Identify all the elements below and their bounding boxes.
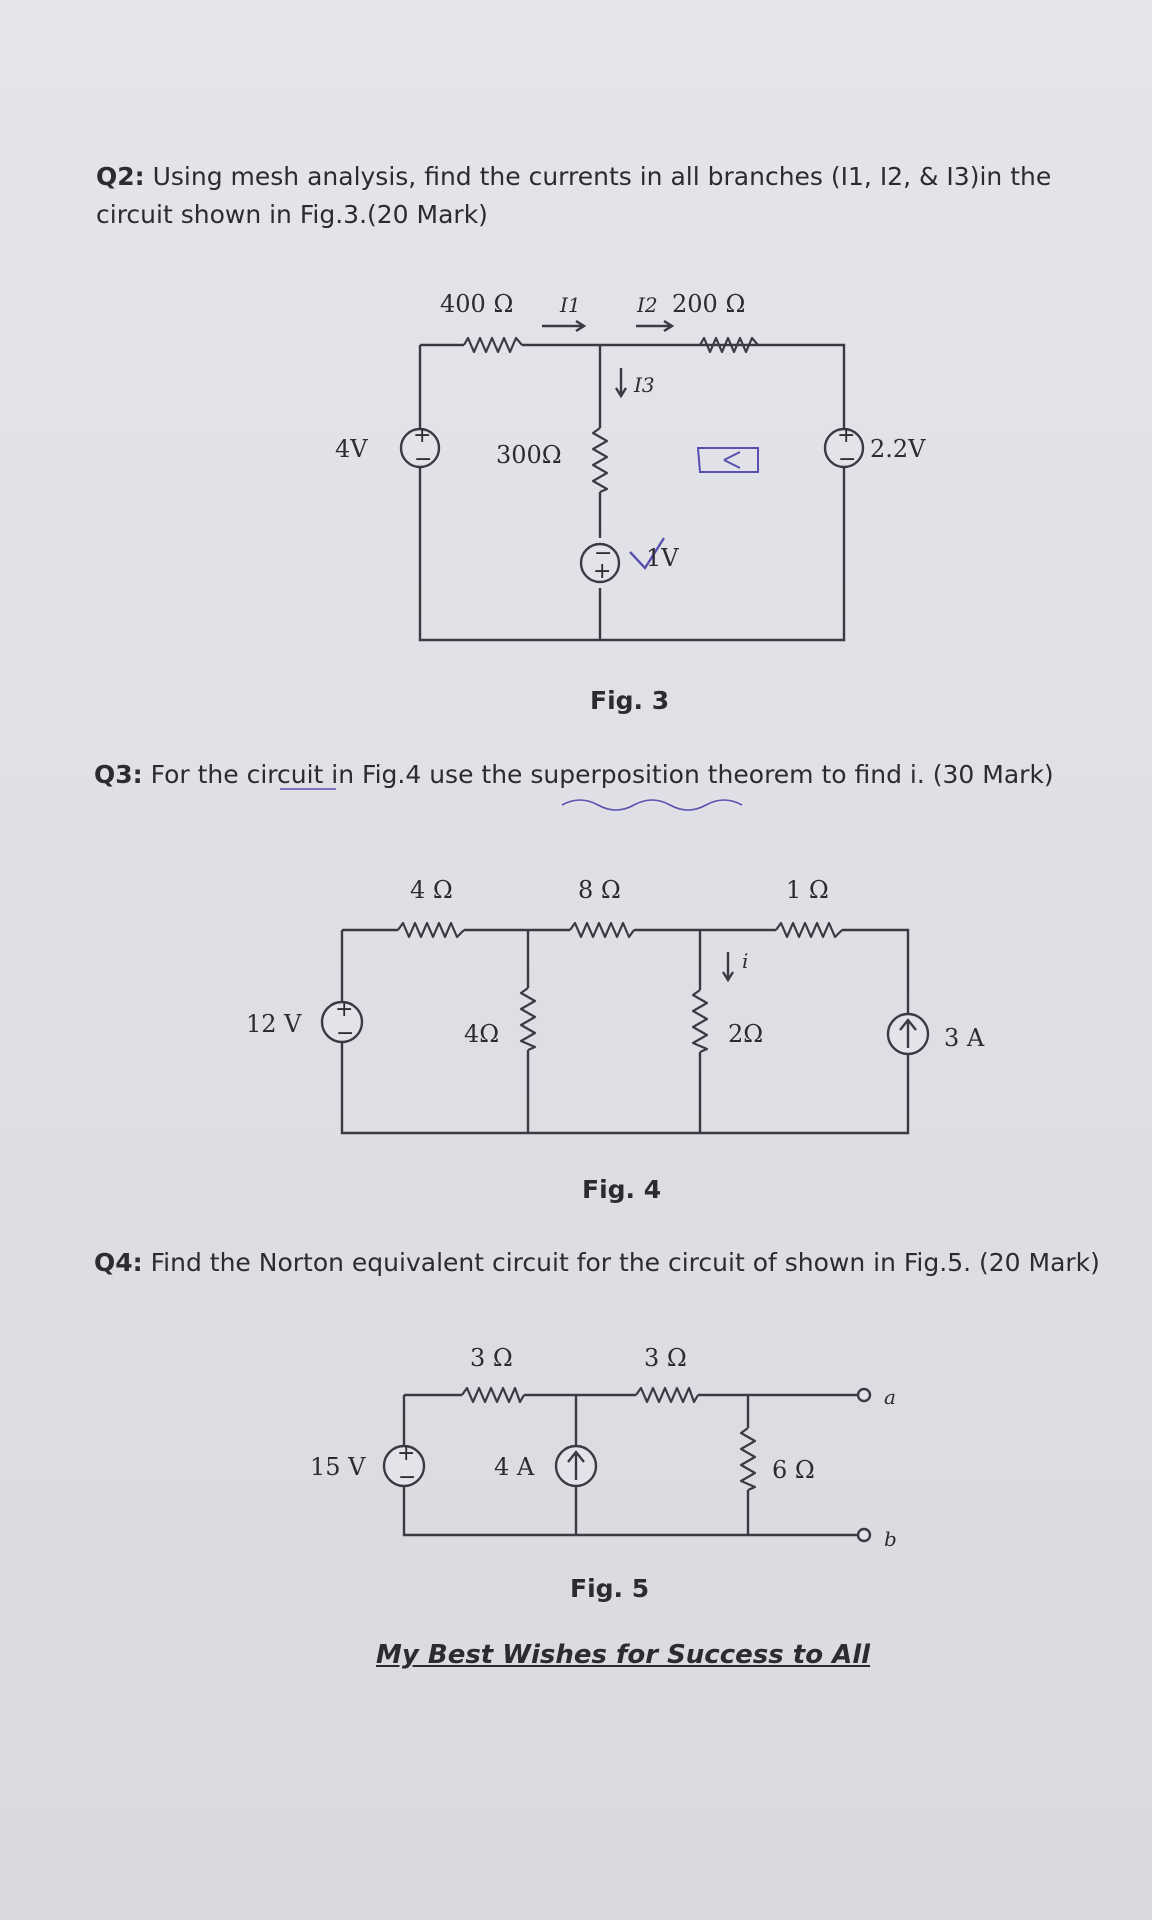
- fig3-source-1v: [579, 542, 621, 584]
- fig3-arrow-i1: [542, 319, 587, 333]
- fig4-resistor-1: [775, 921, 843, 939]
- fig5-resistor-6: [739, 1427, 757, 1492]
- question-4-label: Q4:: [94, 1248, 143, 1277]
- fig4-arrow-i: [721, 952, 735, 983]
- fig3-resistor-300: [591, 427, 609, 494]
- fig4-3a-arrow: [899, 1018, 917, 1048]
- fig3-label-i1: I1: [559, 293, 581, 317]
- figure-5-caption: Fig. 5: [570, 1574, 650, 1603]
- fig4-label-4-top: 4 Ω: [410, 876, 453, 904]
- fig4-resistor-8: [569, 921, 635, 939]
- fig3-resistor-200: [699, 336, 759, 354]
- fig4-12v-minus: −: [336, 1021, 354, 1046]
- closing-wishes: My Best Wishes for Success to All: [376, 1640, 871, 1670]
- fig4-source-12v: [320, 1000, 364, 1044]
- fig5-label-6: 6 Ω: [772, 1456, 815, 1484]
- fig4-label-4-shunt: 4Ω: [464, 1020, 499, 1048]
- figure-4-caption: Fig. 4: [582, 1175, 662, 1204]
- question-4: Q4: Find the Norton equivalent circuit f…: [94, 1244, 1104, 1282]
- fig4-label-12v: 12 V: [246, 1010, 302, 1038]
- fig4-resistor-4-top: [397, 921, 465, 939]
- figure-3-caption: Fig. 3: [590, 686, 670, 715]
- fig5-label-4a: 4 A: [494, 1453, 535, 1481]
- fig3-resistor-400: [463, 336, 523, 354]
- question-2-text: Using mesh analysis, find the currents i…: [96, 162, 1052, 229]
- fig4-label-3a: 3 A: [944, 1024, 985, 1052]
- fig3-label-i2: I2: [636, 293, 658, 317]
- fig4-label-8: 8 Ω: [578, 876, 621, 904]
- question-4-text: Find the Norton equivalent circuit for t…: [142, 1248, 1100, 1277]
- fig5-4a-arrow: [567, 1450, 585, 1480]
- fig5-label-b: b: [884, 1527, 897, 1551]
- fig5-label-3-right: 3 Ω: [644, 1344, 687, 1372]
- fig3-label-4v: 4V: [335, 435, 368, 463]
- fig5-15v-minus: −: [398, 1465, 416, 1490]
- fig5-label-a: a: [884, 1385, 896, 1409]
- fig3-2v2-plus: +: [837, 423, 855, 448]
- fig5-source-15v: [382, 1444, 426, 1488]
- fig4-wires: [340, 928, 910, 1135]
- fig3-source-4v: [399, 427, 441, 469]
- question-3-text: For the circuit in Fig.4 use the superpo…: [142, 760, 1054, 789]
- fig3-source-2v2: [823, 427, 865, 469]
- fig4-resistor-2: [691, 989, 709, 1054]
- fig3-arrow-i3: [614, 368, 628, 399]
- fig3-mesh-annotation: [696, 447, 759, 473]
- fig3-1v-minus: −: [594, 541, 612, 566]
- fig5-resistor-3-right: [635, 1386, 699, 1404]
- fig5-terminal-b: [856, 1527, 872, 1543]
- fig4-12v-plus: +: [335, 997, 353, 1022]
- fig4-resistor-4-shunt: [519, 987, 537, 1052]
- fig3-4v-minus: −: [414, 447, 432, 472]
- fig3-label-300: 300Ω: [496, 441, 562, 469]
- fig5-15v-plus: +: [397, 1441, 415, 1466]
- fig3-wires: [418, 343, 846, 642]
- fig5-terminal-a: [856, 1387, 872, 1403]
- fig5-label-3-left: 3 Ω: [470, 1344, 513, 1372]
- fig3-label-i3: I3: [633, 373, 655, 397]
- fig4-label-2: 2Ω: [728, 1020, 763, 1048]
- fig4-pen-wavy-underline: [561, 799, 743, 811]
- fig3-check-mark: [629, 537, 666, 570]
- fig3-arrow-i2: [636, 319, 675, 333]
- fig4-label-1: 1 Ω: [786, 876, 829, 904]
- fig3-label-1v: 1V: [646, 544, 679, 572]
- fig3-label-200: 200 Ω: [672, 290, 745, 318]
- fig5-label-15v: 15 V: [310, 1453, 366, 1481]
- fig3-label-2v2: 2.2V: [870, 435, 926, 463]
- fig5-resistor-3-left: [461, 1386, 525, 1404]
- fig3-4v-plus: +: [413, 423, 431, 448]
- question-2: Q2: Using mesh analysis, find the curren…: [96, 158, 1106, 234]
- fig4-label-i: i: [742, 949, 748, 973]
- question-3-label: Q3:: [94, 760, 143, 789]
- fig3-1v-plus: +: [593, 559, 611, 584]
- fig3-label-400: 400 Ω: [440, 290, 513, 318]
- fig3-2v2-minus: −: [838, 447, 856, 472]
- question-2-label: Q2:: [96, 162, 145, 191]
- question-3: Q3: For the circuit in Fig.4 use the sup…: [94, 756, 1104, 794]
